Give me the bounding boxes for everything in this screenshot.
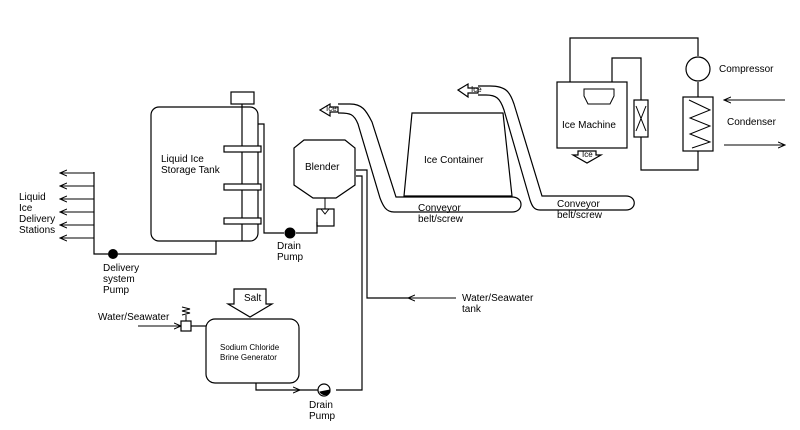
condenser-label: Condenser: [727, 117, 777, 128]
drain-pump-1-label-line2: Pump: [277, 252, 304, 263]
drain-pump-2-label-line2: Pump: [309, 411, 336, 422]
ice-container-label: Ice Container: [424, 155, 484, 166]
conveyor-2: [456, 82, 635, 211]
drain-pump-2-fill: [319, 389, 331, 396]
ice-top-label-2: Ice: [471, 85, 482, 94]
storage-tank-label-line2: Storage Tank: [161, 165, 221, 176]
ice-top-label-1: Ice: [326, 104, 337, 113]
delivery-pump-label-line2: system: [103, 274, 135, 285]
condenser: [682, 96, 714, 152]
water-tank-label-line1: Water/Seawater: [462, 293, 534, 304]
drain-pump-1-label-line1: Drain: [277, 241, 301, 252]
blender: [293, 139, 356, 227]
conveyor-2-label-line2: belt/screw: [557, 210, 603, 221]
inlet-valve: [180, 306, 206, 332]
salt-label: Salt: [244, 293, 261, 304]
compressor-icon: [685, 56, 711, 82]
compressor-label: Compressor: [719, 64, 774, 75]
conveyor-2-label-line1: Conveyor: [557, 199, 600, 210]
conveyor-1-label-line2: belt/screw: [418, 214, 464, 225]
water-tank-line: [336, 169, 408, 391]
delivery-stations-label-line1: Liquid: [19, 192, 46, 203]
brine-generator-label-line2: Brine Generator: [220, 353, 277, 362]
refrigeration-loop: [569, 37, 699, 171]
brine-line: [255, 383, 318, 390]
delivery-stations-label-line2: Ice: [19, 203, 33, 214]
storage-tank-label-line1: Liquid Ice: [161, 154, 204, 165]
water-inlet-label: Water/Seawater: [98, 312, 170, 323]
drain-pump-1-icon: [284, 227, 296, 239]
brine-generator-label-line1: Sodium Chloride: [220, 343, 280, 352]
blender-label: Blender: [305, 162, 340, 173]
delivery-pump-label-line1: Delivery: [103, 263, 139, 274]
delivery-pump-icon: [108, 249, 118, 259]
delivery-stations-label-line4: Stations: [19, 225, 55, 236]
ice-out-label: Ice: [582, 150, 593, 159]
ice-machine: [556, 81, 628, 149]
ice-container: [403, 112, 513, 197]
ice-out-arrow-icon: [570, 150, 604, 164]
drain-pump-2-label-line1: Drain: [309, 400, 333, 411]
storage-tank: [150, 91, 262, 242]
ice-machine-label: Ice Machine: [562, 120, 616, 131]
delivery-outlets: [60, 173, 94, 238]
blender-return-line: [258, 123, 318, 234]
conveyor-1-label-line1: Conveyor: [418, 203, 461, 214]
delivery-stations-label-line3: Delivery: [19, 214, 55, 225]
water-tank-label-line2: tank: [462, 304, 482, 315]
brine-generator: [205, 318, 300, 384]
conveyor-1: [318, 102, 522, 213]
salt-arrow-icon: [225, 288, 275, 318]
expansion-valve: [633, 99, 649, 138]
delivery-pump-label-line3: Pump: [103, 285, 130, 296]
